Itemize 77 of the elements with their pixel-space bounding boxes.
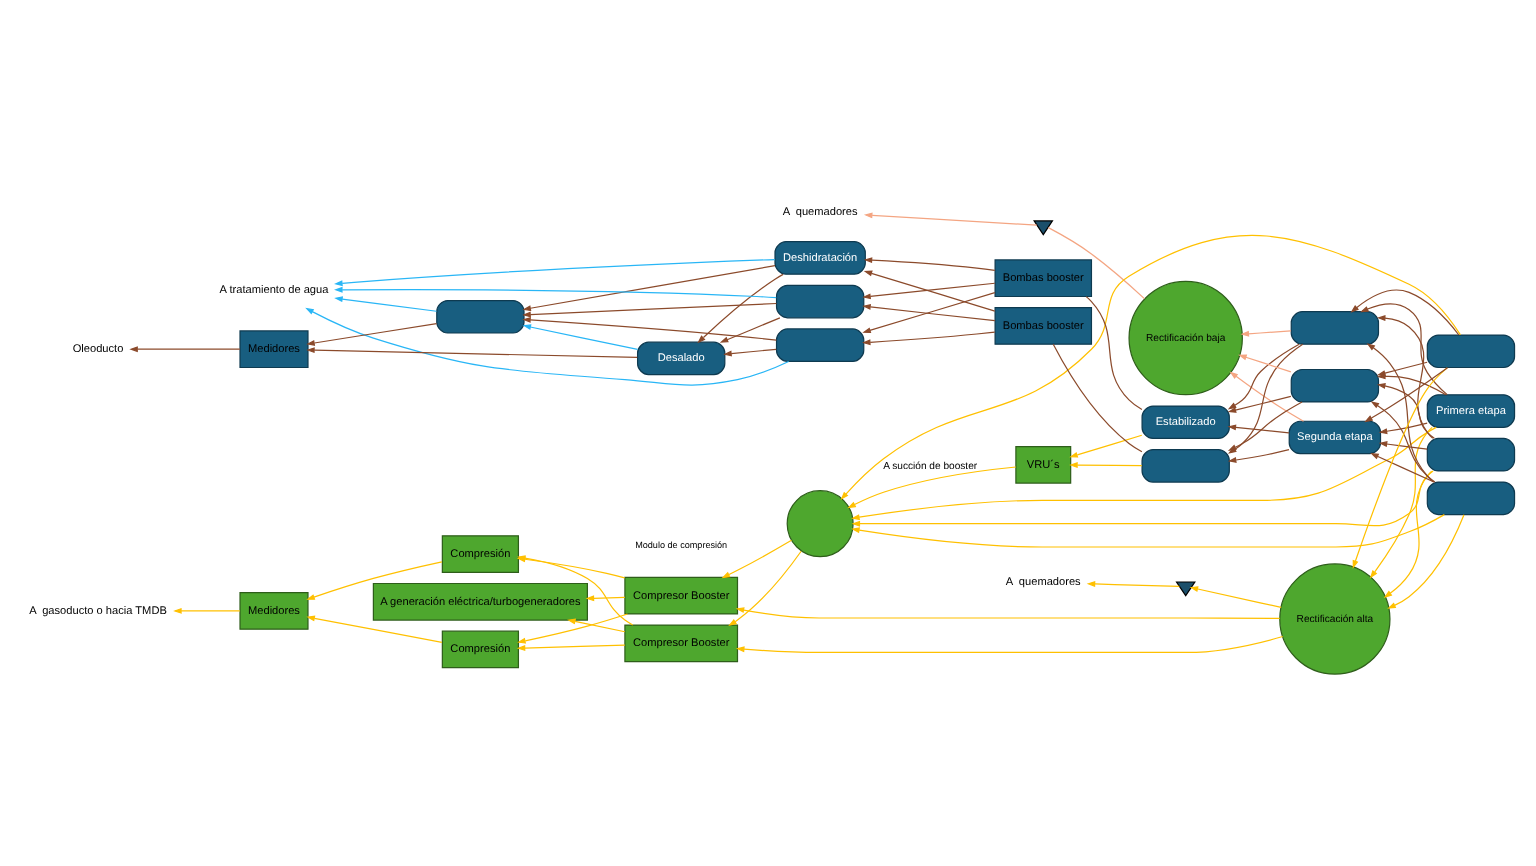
arrow: [522, 264, 776, 311]
arrow: [862, 330, 996, 345]
node-cylinder: [1426, 436, 1516, 471]
arrow: [1086, 580, 1180, 586]
arrow: [721, 538, 793, 578]
arrow: [1370, 400, 1436, 482]
node-cylinder: [1290, 367, 1380, 402]
node-valve: [1033, 219, 1054, 235]
arrow: [334, 295, 438, 311]
arrow: [862, 291, 996, 333]
arrow: [1370, 452, 1435, 482]
arrow: [1364, 366, 1449, 422]
arrow: [1227, 394, 1292, 412]
arrow: [1350, 288, 1460, 335]
arrow: [306, 614, 443, 642]
arrow: [567, 617, 626, 632]
arrow: [1240, 329, 1292, 336]
arrow: [334, 257, 776, 286]
arrow: [723, 347, 777, 356]
node-valve: [1175, 580, 1196, 596]
arrow: [1360, 302, 1448, 395]
arrow: [862, 281, 996, 299]
node-cylinder: [436, 298, 525, 333]
arrow: [129, 345, 241, 352]
arrow: [1383, 469, 1433, 597]
node-cylinder: [1290, 310, 1380, 344]
arrow: [1238, 353, 1292, 372]
connector: [1052, 342, 1143, 452]
arrow: [305, 306, 790, 385]
arrow: [1229, 370, 1305, 421]
arrow: [719, 316, 781, 342]
node-cylinder: [775, 283, 865, 318]
arrow: [1227, 400, 1303, 450]
arrow: [1378, 440, 1428, 449]
arrow: [851, 425, 1437, 520]
arrow: [851, 469, 1434, 526]
arrow: [306, 560, 443, 599]
arrow: [728, 549, 802, 626]
arrow: [522, 323, 639, 350]
arrow: [1369, 425, 1433, 578]
arrow: [1376, 360, 1428, 375]
arrow: [1227, 423, 1290, 433]
arrow: [735, 634, 1284, 653]
arrow: [1069, 433, 1143, 457]
arrow: [522, 301, 777, 317]
arrow: [863, 269, 996, 311]
arrow: [1378, 421, 1428, 434]
arrow: [1227, 342, 1300, 409]
arrow: [863, 256, 996, 270]
arrow: [1189, 585, 1282, 607]
arrow: [306, 321, 438, 345]
arrow: [1387, 513, 1465, 608]
arrow: [173, 606, 241, 613]
arrow: [862, 303, 996, 321]
node-cylinder: [1426, 480, 1516, 515]
connector: [1047, 226, 1145, 299]
arrow: [1376, 382, 1435, 438]
arrow: [1227, 448, 1290, 462]
arrow: [517, 612, 629, 643]
arrow: [847, 465, 1017, 508]
arrow: [851, 513, 1445, 547]
arrow: [840, 233, 1462, 500]
arrow: [306, 346, 638, 357]
arrow: [697, 272, 784, 343]
node-cylinder: [1426, 333, 1516, 368]
arrow: [516, 643, 626, 651]
connector: [1085, 295, 1143, 410]
node-cylinder: [1141, 448, 1230, 482]
arrow: [863, 211, 1038, 225]
arrow: [735, 606, 1281, 619]
arrow: [585, 594, 626, 601]
arrow: [334, 285, 777, 298]
arrow: [522, 315, 777, 340]
arrow: [1352, 366, 1448, 568]
arrow: [1069, 461, 1143, 468]
arrow: [1366, 342, 1435, 482]
node-cylinder: [775, 327, 865, 361]
